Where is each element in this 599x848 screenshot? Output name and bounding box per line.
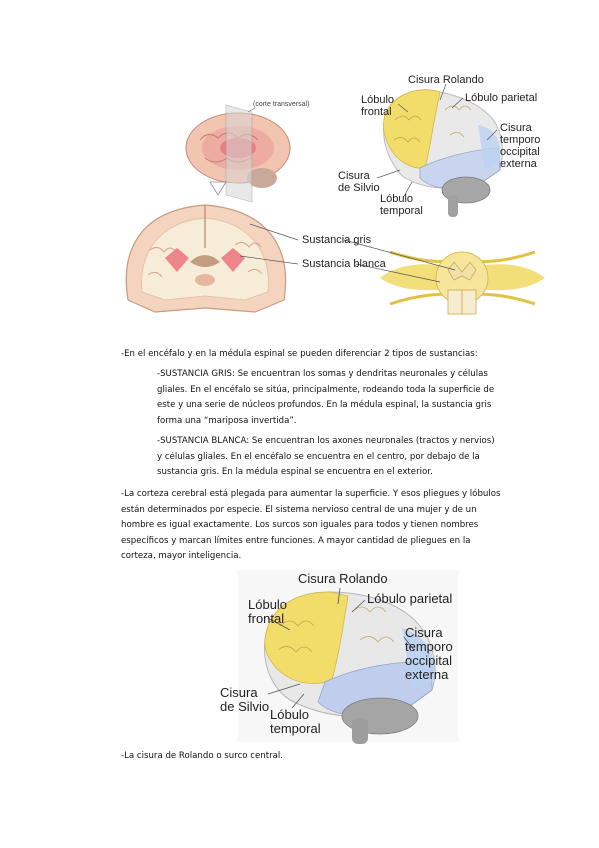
spinal-cord-illustration <box>380 250 545 315</box>
corteza-paragraph: -La corteza cerebral está plegada para a… <box>121 489 501 561</box>
intro-paragraph: -En el encéfalo y en la médula espinal s… <box>121 349 478 359</box>
lateral-brain-illustration-top <box>383 89 503 217</box>
arrow-down-icon <box>209 181 227 196</box>
coronal-section-illustration <box>125 204 287 313</box>
label-lobulo-parietal-bottom: Lóbulo parietal <box>367 591 453 606</box>
lateral-brain-illustration-bottom <box>238 570 458 744</box>
label-cisura-rolando-top: Cisura Rolando <box>408 74 484 86</box>
rolando-paragraph: -La cisura de Rolando o surco central. <box>121 751 284 761</box>
transverse-cut-label: (corte transversal) <box>253 101 310 108</box>
label-cisura-rolando-bottom: Cisura Rolando <box>298 571 388 586</box>
label-lobulo-frontal-top: Lóbulo frontal <box>361 94 395 118</box>
cut-plane <box>225 104 253 203</box>
label-cisura-silvio-bottom: Cisura de Silvio <box>220 685 270 714</box>
small-brain-illustration <box>185 104 291 203</box>
label-sustancia-blanca: Sustancia blanca <box>302 258 386 270</box>
label-cisura-temporo-occipital-top: Cisura temporo occipital externa <box>500 122 541 170</box>
sustancia-blanca-paragraph: -SUSTANCIA BLANCA: Se encuentran los axo… <box>157 436 495 477</box>
label-lobulo-frontal-bottom: Lóbulo frontal <box>248 597 288 626</box>
label-lobulo-temporal-top: Lóbulo temporal <box>380 193 423 217</box>
sustancia-gris-paragraph: -SUSTANCIA GRIS: Se encuentran los somas… <box>157 369 495 426</box>
leader-lines-top <box>239 83 498 283</box>
leader-lines-bottom <box>267 587 415 709</box>
label-cisura-temporo-occipital-bottom: Cisura temporo occipital externa <box>405 625 453 682</box>
label-cisura-silvio-top: Cisura de Silvio <box>338 170 380 194</box>
label-lobulo-parietal-top: Lóbulo parietal <box>465 92 538 104</box>
label-sustancia-gris: Sustancia gris <box>302 234 372 246</box>
label-lobulo-temporal-bottom: Lóbulo temporal <box>270 707 321 736</box>
